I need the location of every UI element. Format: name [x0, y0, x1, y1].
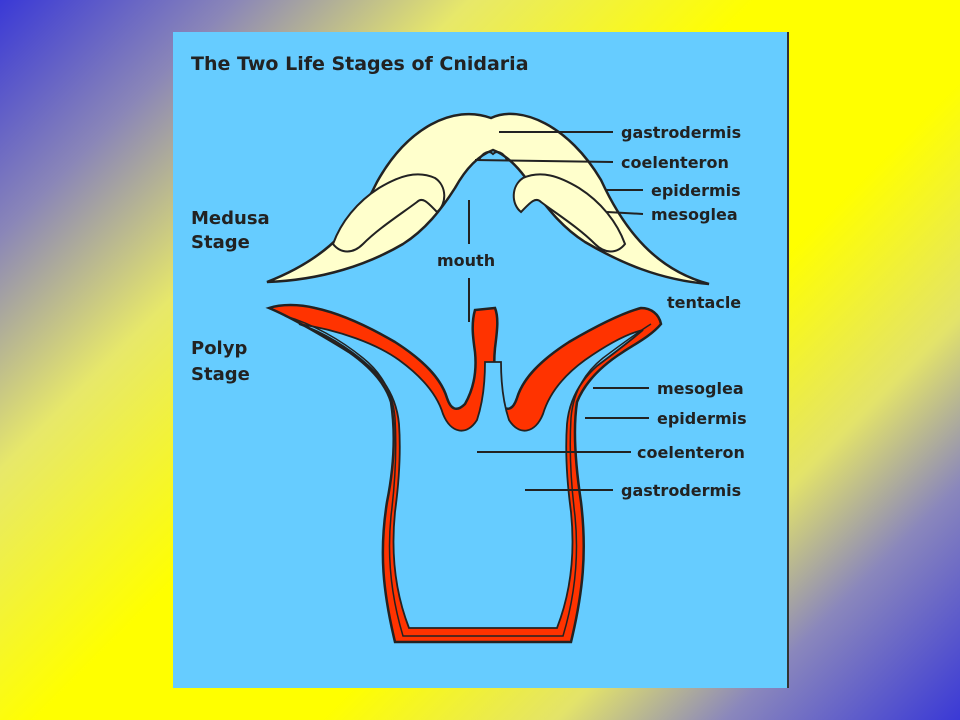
cnidaria-diagram: The Two Life Stages of Cnidaria Medusa S…	[191, 53, 747, 644]
polyp-epidermis-label: epidermis	[657, 409, 747, 428]
polyp-body	[265, 303, 663, 644]
medusa-stage-label: Medusa Stage	[191, 208, 276, 253]
medusa-epidermis-label: epidermis	[651, 181, 741, 200]
diagram-panel: The Two Life Stages of Cnidaria Medusa S…	[173, 32, 789, 688]
polyp-gastrodermis-label: gastrodermis	[621, 481, 741, 500]
medusa-coelenteron-line	[474, 159, 614, 163]
medusa-mesoglea-line	[606, 211, 644, 215]
polyp-stage-label: Polyp Stage	[191, 338, 254, 385]
mouth-label: mouth	[437, 251, 495, 270]
polyp-mesoglea-line	[284, 315, 652, 637]
medusa-mesoglea-label: mesoglea	[651, 205, 738, 224]
medusa-body	[266, 112, 710, 286]
polyp-coelenteron	[298, 323, 644, 629]
polyp-mesoglea-label: mesoglea	[657, 379, 744, 398]
medusa-center-gap	[478, 151, 508, 161]
medusa-gastrodermis-label: gastrodermis	[621, 123, 741, 142]
medusa-inner-left	[331, 173, 446, 253]
polyp-coelenteron-label: coelenteron	[637, 443, 745, 462]
diagram-title: The Two Life Stages of Cnidaria	[191, 53, 529, 75]
medusa-coelenteron-label: coelenteron	[621, 153, 729, 172]
tentacle-label: tentacle	[667, 293, 741, 312]
medusa-inner-right	[512, 173, 627, 253]
